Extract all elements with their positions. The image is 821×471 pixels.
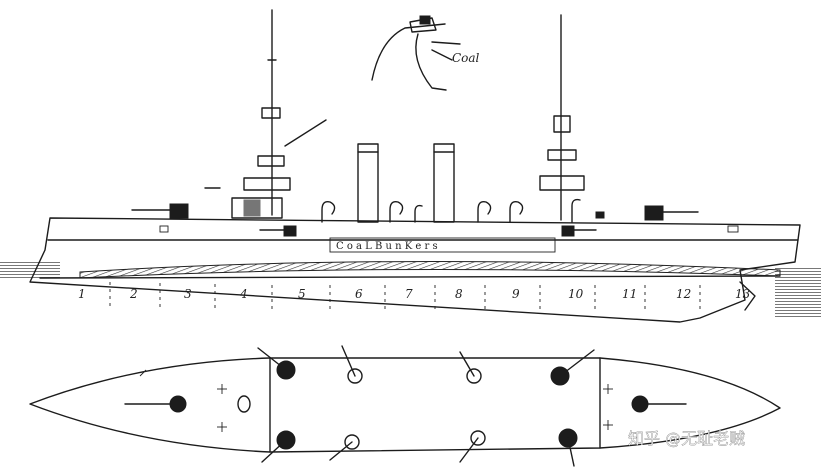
plan-hatch (237, 395, 251, 413)
secondary-guns-profile (259, 211, 605, 237)
plan-turrets (257, 347, 595, 467)
compartment-number: 6 (355, 287, 363, 301)
watermark: 知乎 @无耻老贼 (628, 429, 745, 448)
main-turret-fore (131, 203, 189, 219)
coal-label: Coal (452, 51, 480, 65)
compartment-number: 9 (512, 287, 520, 301)
bunker-label: C o a L B u n K e r s (336, 241, 438, 252)
armour-belt (79, 260, 781, 279)
bunker-box (329, 237, 556, 253)
compartment-number: 12 (676, 287, 691, 301)
compartment-number: 8 (455, 287, 463, 301)
main-mast (539, 14, 585, 221)
water-right (775, 268, 821, 318)
funnel-aft (433, 143, 455, 223)
waterline (39, 275, 781, 279)
main-turret-aft (644, 205, 699, 221)
compartment-number: 4 (239, 287, 248, 301)
coal-inset: Coal (371, 15, 480, 91)
plan-end-turrets (124, 395, 687, 413)
compartment-number: 1 (78, 287, 86, 301)
compartment-number: 3 (184, 287, 192, 301)
rudder (739, 281, 756, 311)
ventilators (321, 198, 581, 223)
plan-view (29, 345, 781, 467)
plan-marks (139, 369, 613, 432)
port-aft (727, 225, 739, 233)
compartment-number: 5 (298, 287, 306, 301)
compartment-number: 11 (622, 287, 637, 301)
funnel-fore (357, 143, 379, 223)
water-left (0, 262, 60, 280)
fore-mast (204, 9, 327, 219)
port-fore (159, 225, 169, 233)
compartment-number: 10 (568, 287, 584, 301)
plan-outline (29, 357, 781, 453)
compartment-number: 7 (405, 287, 413, 301)
plan-secondary-guns (329, 345, 486, 463)
compartment-number: 2 (129, 287, 138, 301)
compartment-number: 13 (735, 287, 751, 301)
hull-outline (29, 217, 801, 323)
